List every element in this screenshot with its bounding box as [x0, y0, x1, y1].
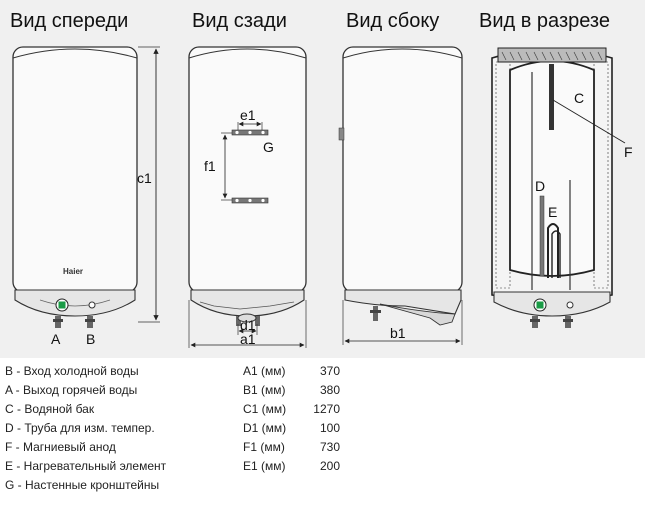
spec-label: A - Выход горячей воды	[5, 383, 138, 397]
section-view: C F D E	[491, 47, 633, 328]
spec-label: E - Нагревательный элемент	[5, 459, 167, 473]
side-view: b1	[338, 46, 463, 345]
spec-label: C - Водяной бак	[5, 402, 95, 416]
spec-dimension: F1 (мм)	[243, 440, 285, 454]
spec-label: B - Вход холодной воды	[5, 364, 139, 378]
spec-dimension: A1 (мм)	[243, 364, 286, 378]
spec-row: A - Выход горячей воды B1 (мм) 380	[0, 381, 645, 399]
dim-b1: b1	[390, 325, 406, 341]
spec-table: B - Вход холодной воды A1 (мм) 370 A - В…	[0, 358, 645, 507]
spec-dimension: D1 (мм)	[243, 421, 287, 435]
label-c: C	[574, 90, 584, 106]
spec-row: E - Нагревательный элемент E1 (мм) 200	[0, 457, 645, 475]
spec-dimension: E1 (мм)	[243, 459, 286, 473]
spec-label: F - Магниевый анод	[5, 440, 116, 454]
spec-value: 1270	[313, 402, 340, 416]
spec-value: 730	[319, 440, 340, 454]
spec-value: 380	[319, 383, 340, 397]
view-title-section: Вид в разрезе	[479, 10, 610, 32]
spec-value: 370	[319, 364, 340, 378]
label-b: B	[86, 331, 95, 347]
label-f: F	[624, 144, 633, 160]
spec-row: F - Магниевый анод F1 (мм) 730	[0, 438, 645, 456]
label-g: G	[263, 139, 274, 155]
dim-e1: e1	[240, 107, 256, 123]
dim-d1: d1	[240, 317, 256, 333]
spec-value: 200	[319, 459, 340, 473]
view-title-front: Вид спереди	[10, 10, 128, 32]
spec-label: D - Труба для изм. темпер.	[5, 421, 155, 435]
spec-value: 100	[319, 421, 340, 435]
spec-dimension: B1 (мм)	[243, 383, 286, 397]
dim-c1: c1	[137, 170, 152, 186]
view-title-back: Вид сзади	[192, 10, 287, 32]
spec-row: B - Вход холодной воды A1 (мм) 370	[0, 362, 645, 380]
spec-dimension: C1 (мм)	[243, 402, 287, 416]
spec-row: G - Настенные кронштейны	[0, 476, 645, 494]
diagram-svg: Вид спереди Вид сзади Вид сбоку Вид в ра…	[10, 10, 633, 348]
label-e: E	[548, 204, 557, 220]
diagram-panel: Вид спереди Вид сзади Вид сбоку Вид в ра…	[0, 0, 645, 358]
spec-row: D - Труба для изм. темпер. D1 (мм) 100	[0, 419, 645, 437]
brand-logo: Haier	[63, 267, 83, 276]
dim-a1: a1	[240, 331, 256, 347]
spec-row: C - Водяной бак C1 (мм) 1270	[0, 400, 645, 418]
label-d: D	[535, 178, 545, 194]
front-view: Haier A B c1	[12, 46, 160, 347]
back-view: e1 G f1 d1 a1	[188, 46, 307, 348]
dim-f1: f1	[204, 158, 216, 174]
label-a: A	[51, 331, 61, 347]
view-title-side: Вид сбоку	[346, 10, 439, 32]
spec-label: G - Настенные кронштейны	[5, 478, 160, 492]
